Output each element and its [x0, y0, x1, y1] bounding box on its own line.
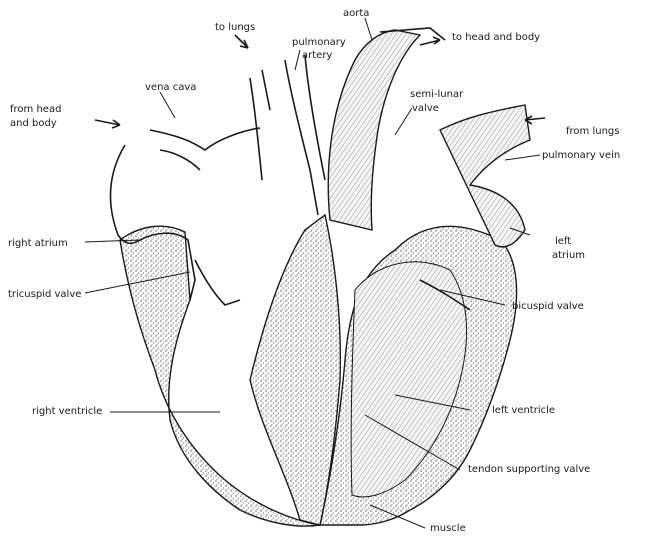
label-from-head-line2: and body [10, 118, 57, 129]
label-to-lungs: to lungs [215, 22, 255, 33]
pulmonary-vein [440, 105, 530, 247]
label-left-atrium-line1: left [555, 236, 571, 247]
to-lungs-arrow [235, 35, 248, 48]
label-semilunar-line2: valve [412, 103, 439, 114]
label-right-atrium: right atrium [8, 238, 68, 249]
aorta [328, 28, 445, 230]
label-pulmonary-artery-line1: pulmonary [292, 37, 346, 48]
label-bicuspid-valve: bicuspid valve [512, 301, 584, 312]
label-tricuspid-valve: tricuspid valve [8, 289, 81, 300]
label-pulmonary-artery-line2: artery [302, 50, 332, 61]
label-tendon-supporting-valve: tendon supporting valve [468, 464, 590, 475]
from-head-arrow [95, 120, 120, 128]
septum [250, 215, 340, 525]
label-left-ventricle: left ventricle [492, 405, 555, 416]
label-aorta: aorta [343, 8, 369, 19]
tricuspid-valve [195, 260, 240, 305]
label-semilunar-line1: semi-lunar [410, 89, 464, 100]
label-right-ventricle: right ventricle [32, 406, 102, 417]
vena-cava [150, 128, 260, 150]
label-muscle: muscle [430, 523, 466, 534]
label-to-head-and-body: to head and body [452, 32, 540, 43]
label-pulmonary-vein: pulmonary vein [542, 150, 620, 161]
label-from-head-line1: from head [10, 104, 61, 115]
label-left-atrium-line2: atrium [552, 250, 585, 261]
label-vena-cava: vena cava [145, 82, 196, 93]
pulmonary-artery [250, 55, 325, 215]
to-head-arrow [420, 37, 440, 45]
label-from-lungs: from lungs [566, 126, 619, 137]
heart-muscle [120, 215, 517, 526]
